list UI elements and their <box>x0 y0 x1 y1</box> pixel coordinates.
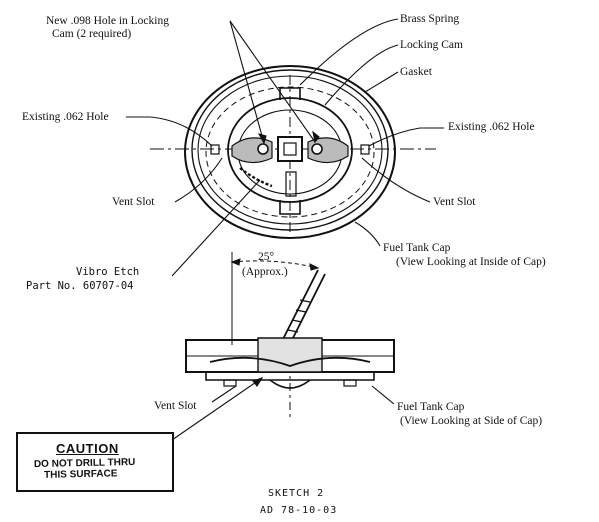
label-vent-slot-left: Vent Slot <box>112 196 155 208</box>
leader-new-hole-a <box>229 20 265 144</box>
label-angle-note: (Approx.) <box>242 266 288 278</box>
leader-vent-right <box>361 157 431 203</box>
label-fuel-cap-side-2: (View Looking at Side of Cap) <box>400 415 543 427</box>
side-cam <box>269 379 311 389</box>
label-vibro-etch-1: Vibro Etch <box>76 266 140 278</box>
side-hub <box>257 337 323 373</box>
leader-gasket <box>364 71 399 93</box>
center-hub <box>277 136 303 162</box>
top-view <box>150 65 436 239</box>
caution-message: DO NOT DRILL THRU THIS SURFACE <box>34 457 136 481</box>
label-existing-hole-right: Existing .062 Hole <box>448 121 535 133</box>
locking-cam-plate <box>227 97 353 203</box>
new-hole-left <box>257 143 269 155</box>
side-flange <box>205 372 375 381</box>
label-vent-slot-side: Vent Slot <box>154 400 197 412</box>
leader-existing-right <box>368 127 444 147</box>
leaders-side <box>171 376 395 441</box>
cap-side-body <box>185 339 395 373</box>
side-view <box>185 337 395 420</box>
leader-vibro-etch <box>171 179 261 277</box>
cam-tab-top <box>279 87 301 100</box>
label-angle-value: 25° <box>258 251 275 263</box>
gasket-ring <box>197 75 383 225</box>
label-gasket: Gasket <box>400 66 432 78</box>
label-vent-slot-right: Vent Slot <box>433 196 476 208</box>
sketch-caption: SKETCH 2 <box>268 488 325 499</box>
label-brass-spring: Brass Spring <box>400 13 460 25</box>
cap-rim-inner <box>191 69 389 231</box>
caution-title: CAUTION <box>56 441 119 456</box>
side-vent-left <box>223 379 237 387</box>
leaders-top <box>126 18 444 277</box>
label-new-hole-1: New .098 Hole in Locking <box>46 15 169 27</box>
caution-box <box>16 432 174 492</box>
angle-indicator <box>230 252 326 349</box>
gasket-dashed-ring <box>205 86 375 218</box>
leader-caution <box>171 377 263 441</box>
cap-outer-rim <box>184 65 396 239</box>
leader-fuel-cap-side <box>371 385 395 405</box>
label-fuel-cap-inside-1: Fuel Tank Cap <box>383 242 451 254</box>
vent-slot-right-mark <box>360 144 370 155</box>
leader-fuel-cap-inside <box>354 221 381 247</box>
leader-locking-cam <box>324 44 399 106</box>
label-new-hole-2: Cam (2 required) <box>52 28 132 40</box>
drill-bit <box>279 269 326 349</box>
side-spring <box>209 356 371 367</box>
leader-existing-left <box>126 116 213 147</box>
leader-vent-left <box>174 157 223 203</box>
new-hole-right <box>311 143 323 155</box>
label-fuel-cap-side-1: Fuel Tank Cap <box>397 401 465 413</box>
angle-arc <box>231 260 319 269</box>
cam-tab-bottom <box>279 200 301 215</box>
ad-number-caption: AD 78-10-03 <box>260 505 338 516</box>
leader-vent-side <box>211 385 237 403</box>
leader-new-hole-b <box>229 20 316 143</box>
side-vent-right <box>343 379 357 387</box>
caution-line-2: THIS SURFACE <box>44 468 118 481</box>
label-locking-cam: Locking Cam <box>400 39 463 51</box>
drill-hatch <box>283 299 311 343</box>
vent-slot-left-mark <box>210 144 220 155</box>
label-fuel-cap-inside-2: (View Looking at Inside of Cap) <box>396 256 546 268</box>
leader-brass-spring <box>299 18 399 86</box>
etch-slot <box>285 171 297 197</box>
label-existing-hole-left: Existing .062 Hole <box>22 111 109 123</box>
center-hub-inner <box>283 142 297 156</box>
label-vibro-etch-2: Part No. 60707-04 <box>26 280 134 292</box>
